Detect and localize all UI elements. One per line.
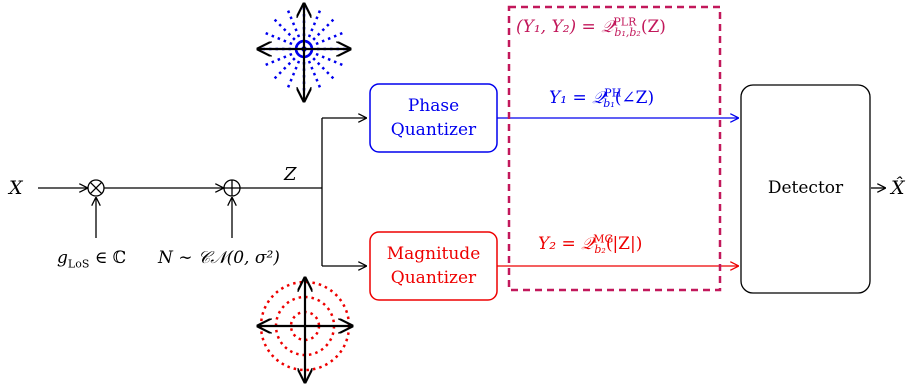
y2-label: Y₂ = 𝒬MGb₂(|Z|): [538, 232, 643, 257]
signal-label: Z: [284, 164, 297, 185]
signal-path: [38, 118, 885, 266]
noise-label: N ∼ 𝒞𝒩(0, σ²): [158, 248, 280, 268]
detector-label: Detector: [767, 178, 844, 198]
multiplier-node: [87, 179, 105, 197]
joint-quantizer-box: [507, 5, 722, 292]
output-label: X̂: [891, 177, 905, 199]
gain-label: gLoS ∈ ℂ: [57, 248, 127, 271]
y1-label: Y₁ = 𝒬PHb₁(∠Z): [549, 86, 655, 111]
phase-constellation-axes: [258, 4, 350, 101]
input-label: X: [9, 177, 23, 199]
magnitude-constellation-axes: [258, 278, 352, 382]
detector-box: [740, 84, 871, 294]
adder-node: [223, 179, 241, 197]
joint-quantizer-label: (Y₁, Y₂) = 𝒬PLRb₁,b₂(Z): [516, 15, 666, 40]
